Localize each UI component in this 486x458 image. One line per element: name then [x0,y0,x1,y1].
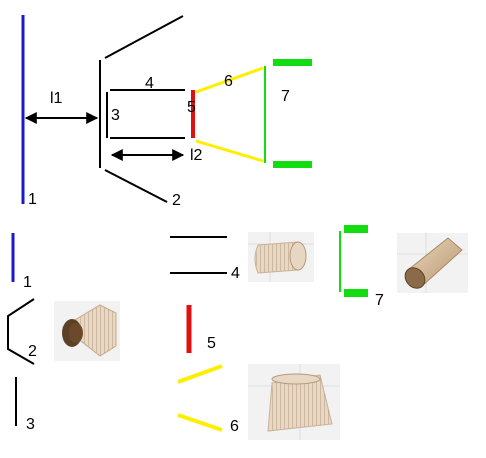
part7-label: 7 [281,88,290,105]
part2-upper-diagonal [104,15,184,59]
part6-upper-line [195,66,264,94]
legend-part7-top-bar [344,225,368,233]
dimension-l2-label: l2 [190,147,203,164]
legend-part6-lower-line [177,413,223,432]
legend-part4-label: 4 [231,265,240,282]
part5-label: 5 [187,99,196,116]
legend-part3-label: 3 [26,416,35,433]
legend-part6-upper-line [177,364,223,384]
legend-part6-label: 6 [230,418,239,435]
part4-label: 4 [145,75,154,92]
3d-cone-render-icon [54,301,120,361]
part7-top-bar [273,59,312,66]
legend-part5-label: 5 [207,335,216,352]
part7-bottom-bar [273,161,312,168]
part1-label: 1 [28,191,37,208]
3d-solid-cylinder-render-icon [397,233,468,293]
3d-truncated-cone-render-icon [248,364,340,440]
legend-part2-label: 2 [28,343,37,360]
legend-part1-label: 1 [23,274,32,291]
part6-label: 6 [224,73,233,90]
part2-lower-diagonal [104,169,168,203]
legend-part2-shape [7,298,35,365]
legend-part7-bottom-bar [344,289,368,297]
part2-label: 2 [172,192,181,209]
dimension-l1-label: l1 [50,90,63,107]
assembly-diagram: 1 l1 2 3 4 l2 5 6 7 [21,15,312,209]
part3-label: 3 [111,107,120,124]
3d-tube-render-icon [248,232,314,282]
part6-lower-line [195,139,264,163]
legend-part7-label: 7 [375,292,384,309]
parts-legend: 1 2 3 4 5 6 [7,225,468,440]
